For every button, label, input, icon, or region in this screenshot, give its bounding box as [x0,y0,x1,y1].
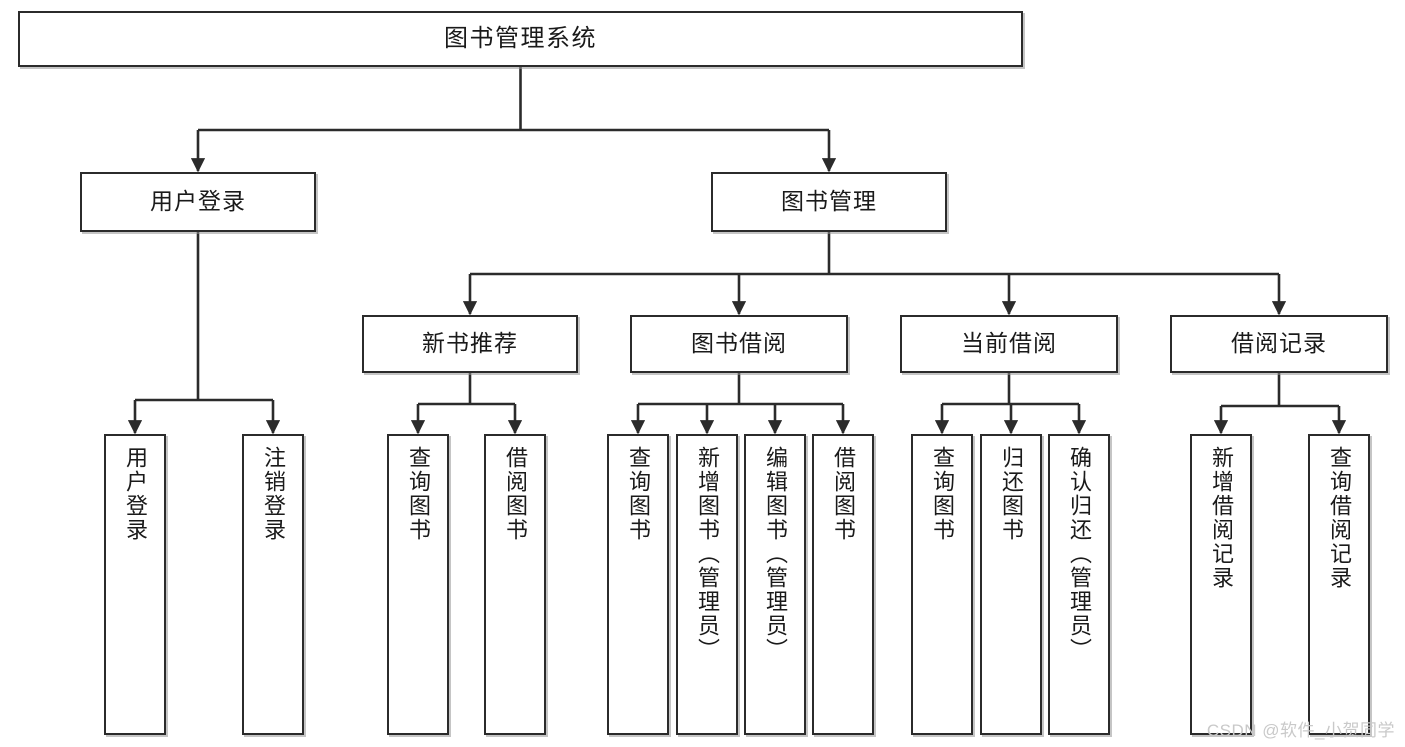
node-leaf-query-record[interactable]: 查询借阅记录 [1308,434,1370,735]
node-label: 查询图书 [406,446,431,542]
node-label: 查询借阅记录 [1327,446,1352,590]
watermark-label: CSDN @软件_小贺同学 [1206,721,1395,740]
node-label: 编辑图书（管理员） [763,446,788,662]
node-label: 图书管理 [781,188,877,215]
node-label: 用户登录 [123,446,148,542]
node-label: 查询图书 [930,446,955,542]
node-new-book-rec[interactable]: 新书推荐 [362,315,578,373]
node-leaf-add-book[interactable]: 新增图书（管理员） [676,434,738,735]
node-leaf-user-login[interactable]: 用户登录 [104,434,166,735]
node-leaf-return-book[interactable]: 归还图书 [980,434,1042,735]
node-borrow-record[interactable]: 借阅记录 [1170,315,1388,373]
node-label: 图书管理系统 [444,24,597,52]
node-label: 查询图书 [626,446,651,542]
node-label: 当前借阅 [961,330,1057,357]
node-book-manage[interactable]: 图书管理 [711,172,947,232]
node-root[interactable]: 图书管理系统 [18,11,1023,67]
node-leaf-logout[interactable]: 注销登录 [242,434,304,735]
node-label: 确认归还（管理员） [1067,446,1092,662]
node-label: 新增借阅记录 [1209,446,1234,590]
node-label: 借阅图书 [503,446,528,542]
node-label: 图书借阅 [691,330,787,357]
node-label: 借阅记录 [1231,330,1327,357]
node-label: 归还图书 [999,446,1024,542]
node-label: 用户登录 [150,188,246,215]
node-label: 新增图书（管理员） [695,446,720,662]
node-leaf-borrow-book-b[interactable]: 借阅图书 [812,434,874,735]
node-book-borrow[interactable]: 图书借阅 [630,315,848,373]
node-leaf-confirm-return[interactable]: 确认归还（管理员） [1048,434,1110,735]
node-current-borrow[interactable]: 当前借阅 [900,315,1118,373]
node-leaf-query-book-c[interactable]: 查询图书 [911,434,973,735]
node-leaf-edit-book[interactable]: 编辑图书（管理员） [744,434,806,735]
node-leaf-borrow-book-a[interactable]: 借阅图书 [484,434,546,735]
node-label: 借阅图书 [831,446,856,542]
node-leaf-query-book-b[interactable]: 查询图书 [607,434,669,735]
node-user-login[interactable]: 用户登录 [80,172,316,232]
node-leaf-add-record[interactable]: 新增借阅记录 [1190,434,1252,735]
node-leaf-query-book-a[interactable]: 查询图书 [387,434,449,735]
node-label: 注销登录 [261,446,286,542]
node-label: 新书推荐 [422,330,518,357]
